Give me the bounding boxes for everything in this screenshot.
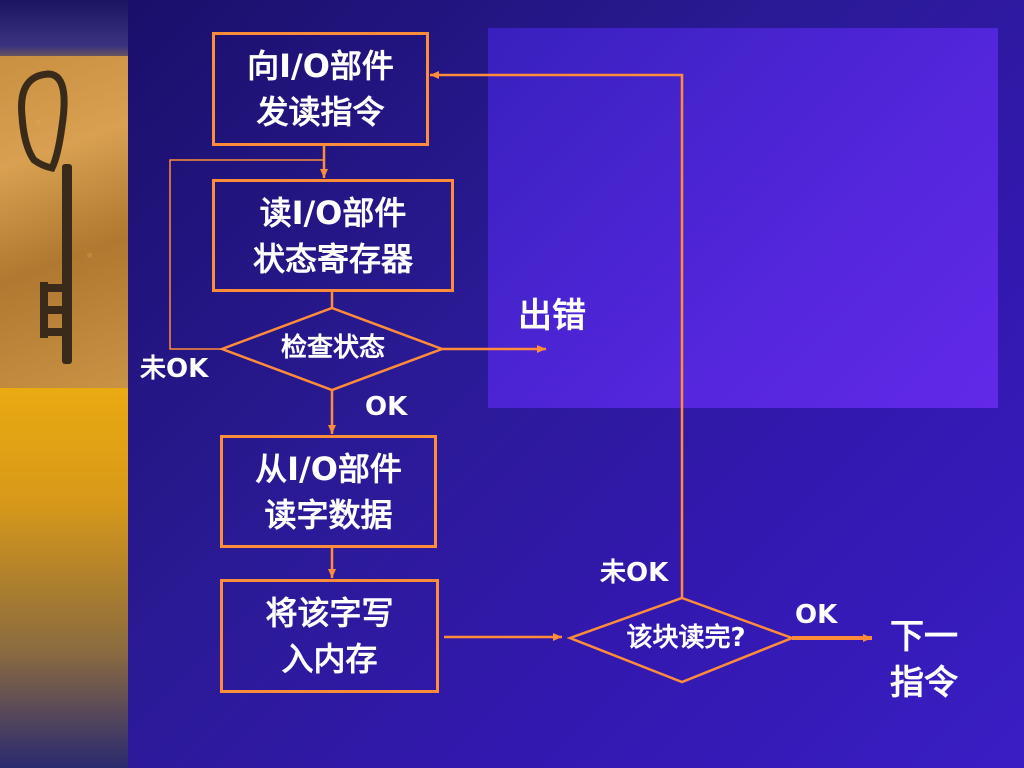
loop-not-ok-1 [169,159,324,350]
label-ok-block: OK [795,600,838,630]
node-read-status-register: 读I/O部件 状态寄存器 [212,179,454,292]
node-block-done: 该块读完? [626,623,746,653]
key-icon [18,70,72,364]
key-image [0,56,128,388]
label-error: 出错 [518,296,586,336]
diamond-block-done [566,596,796,684]
label-not-ok-right: 未OK [600,558,669,588]
loop-not-ok-2 [430,71,684,598]
label-not-ok-left: 未OK [140,354,209,384]
background-panel [488,28,998,408]
label-next-instruction: 下一 指令 [890,617,958,703]
node-write-to-memory: 将该字写 入内存 [220,579,439,693]
label-ok-check: OK [365,392,408,422]
node-check-status: 检查状态 [280,333,385,363]
node-read-word-data: 从I/O部件 读字数据 [220,435,437,548]
node-send-read-command: 向I/O部件 发读指令 [212,32,429,146]
